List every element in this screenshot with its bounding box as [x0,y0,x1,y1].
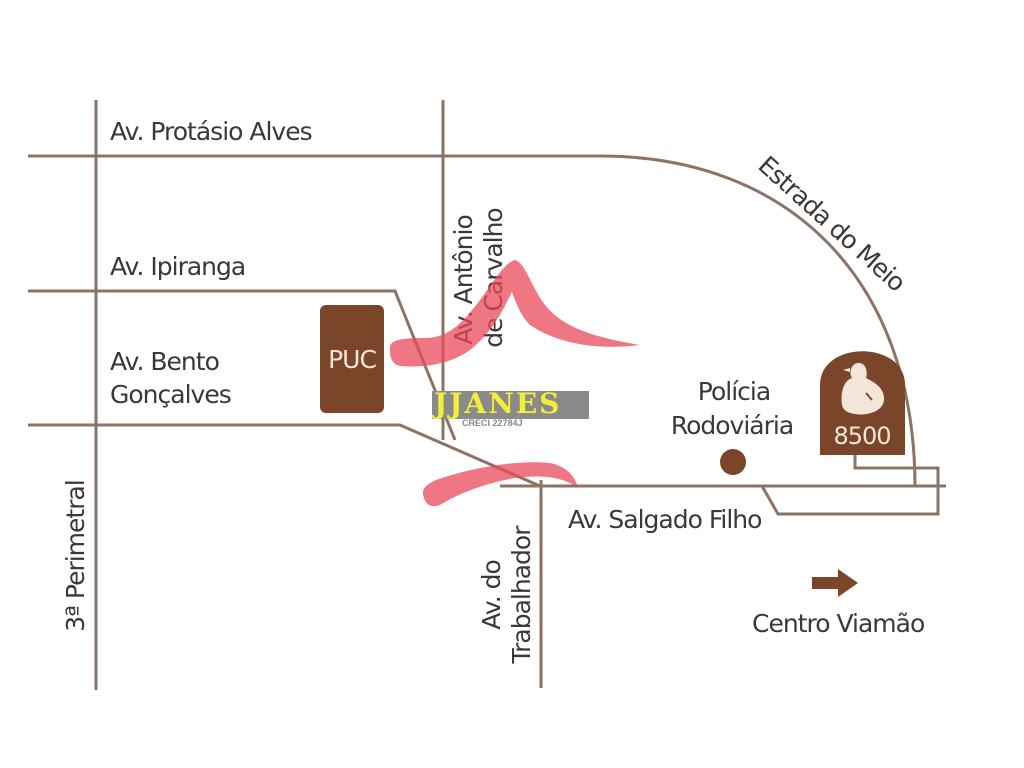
watermark-brand: JJANES [434,387,562,420]
policia-rodoviaria-dot [720,449,746,475]
label-protasio-alves: Av. Protásio Alves [110,117,312,146]
jjanes-watermark: JJANES CRECI 22784J [432,387,589,428]
road-access-8500 [760,455,940,516]
label-ipiranga: Av. Ipiranga [110,252,245,281]
puc-marker: PUC [320,305,384,413]
road-ipiranga [28,289,457,441]
label-policia-1: Polícia [698,377,770,406]
label-trabalhador-2: Trabalhador [507,525,536,665]
arrow-right-icon [812,569,858,597]
highlight-swoosh-upper [389,260,640,367]
label-bento-2: Gonçalves [110,380,231,409]
watermark-creci: CRECI 22784J [462,418,523,428]
label-salgado-filho: Av. Salgado Filho [568,505,761,534]
highlight-marks [389,260,640,507]
label-centro-viamao: Centro Viamão [752,609,924,638]
destination-8500-marker: 8500 [820,351,905,455]
label-bento-1: Av. Bento [110,347,219,376]
roads [28,100,946,690]
label-trabalhador-1: Av. do [477,560,506,630]
road-protasio-alves [28,154,917,488]
label-policia-2: Rodoviária [671,411,793,440]
bird-icon [841,362,885,415]
destination-number: 8500 [833,422,890,450]
highlight-swoosh-lower [422,462,578,507]
puc-label: PUC [328,345,376,374]
label-estrada-do-meio: Estrada do Meio [753,150,911,296]
label-3a-perimetral: 3ª Perimetral [61,480,90,632]
